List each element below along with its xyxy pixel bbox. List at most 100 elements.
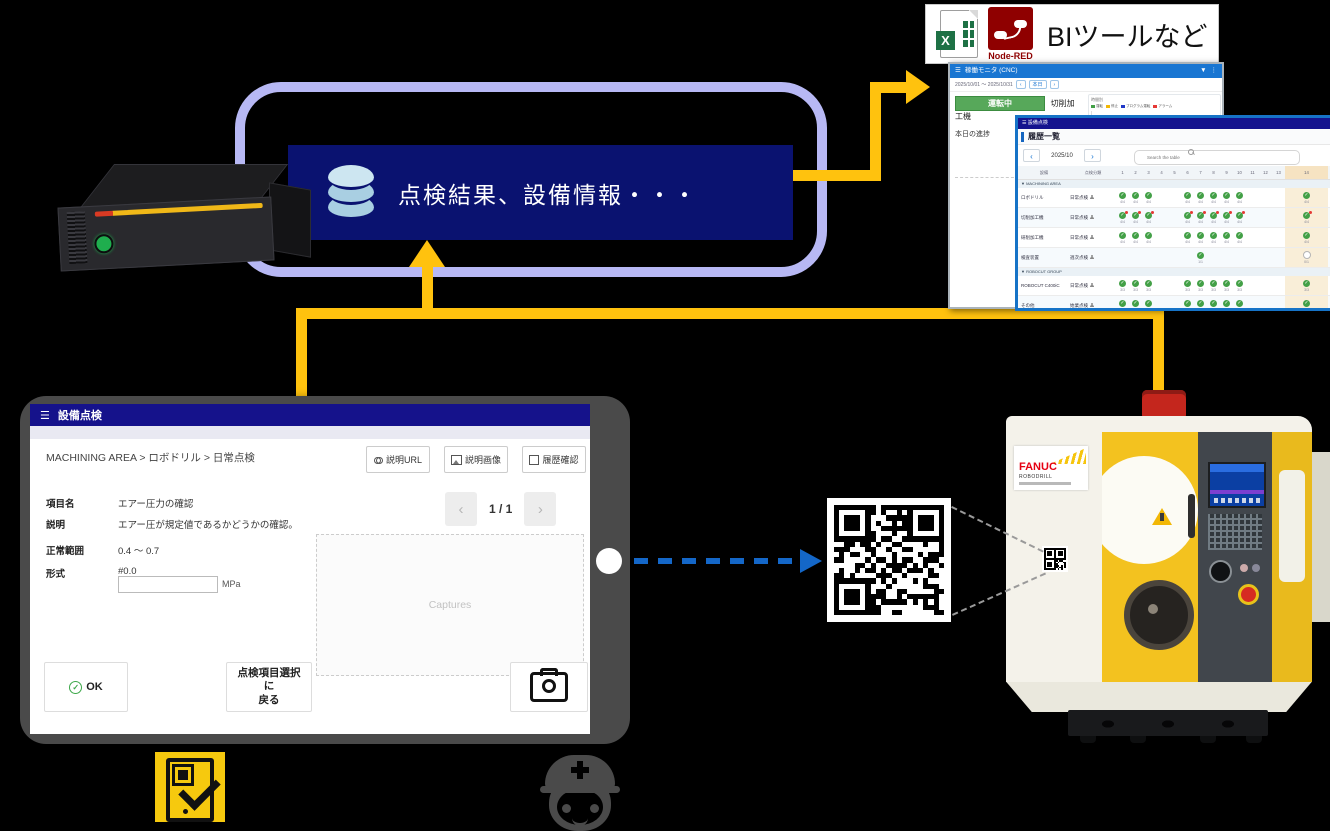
day-column-header: 2 [1134,170,1137,175]
camera-button[interactable] [510,662,588,712]
measurement-input[interactable] [118,576,218,593]
door-window [1102,456,1198,564]
cnc-keypad[interactable] [1208,514,1262,550]
table-row[interactable]: ロボドリル日常点検✓4/4✓4/4✓4/4✓4/4✓4/4✓4/4✓4/4✓4/… [1018,188,1330,208]
description-image-button[interactable]: 説明画像 [444,446,508,473]
history-titlebar: ☰ 設備点検 [1018,118,1330,129]
menu-icon[interactable]: ☰ [955,67,961,74]
day-column-header: 8 [1212,170,1215,175]
day-column-header: 12 [1263,170,1268,175]
person-icon [1090,194,1094,199]
database-icon [328,164,374,221]
chart-title: 時間別 [1091,97,1103,102]
flow-line-hub-to-bi-top [870,82,908,93]
flow-line-from-machine [1153,308,1164,423]
field-label-item: 項目名 [46,499,75,510]
image-icon [451,454,462,465]
worker-mouth [572,814,588,826]
table-group-row[interactable]: ▼ MACHINING AREA [1018,180,1330,188]
node-red-label: Node-RED [988,51,1033,61]
arrowhead-to-bi [906,70,930,104]
machine-control-panel [1198,432,1272,682]
description-url-button[interactable]: 説明URL [366,446,430,473]
next-page-button[interactable]: › [524,492,557,526]
table-group-row[interactable]: ▼ ROBOCUT GROUP [1018,268,1330,276]
day-column-header: 10 [1237,170,1242,175]
node-red-logo: Node-RED [988,7,1033,61]
prev-month-button[interactable]: ‹ [1023,149,1040,162]
worker-icon [540,753,622,831]
legend-item: 運転 [1091,104,1103,109]
table-row[interactable]: 研削加工機日常点検✓4/4✓4/4✓4/4✓4/4✓4/4✓4/4✓4/4✓4/… [1018,228,1330,248]
scan-dashed-arrow [634,558,802,564]
tool-turret [1124,580,1194,650]
menu-icon[interactable]: ☰ [1022,120,1027,126]
prev-day-button[interactable]: ‹ [1015,80,1026,89]
page-indicator: 1 / 1 [489,502,513,516]
panel-button[interactable] [1252,564,1260,572]
worker-eye [562,804,571,813]
device-front-face [57,196,275,272]
page-navigator: ‹ 1 / 1 › [445,492,557,526]
jog-dial[interactable] [1209,560,1232,583]
worker-eye [590,804,599,813]
machine-beacon-light [1142,390,1186,420]
date-range: 2025/10/01 ～ 2025/10/31 [955,82,1013,88]
prev-page-button[interactable]: ‹ [445,492,477,526]
tablet-scan-icon [155,752,225,822]
day-column-header: 7 [1199,170,1202,175]
more-icon[interactable]: ⋮ [1210,67,1218,74]
history-title: 履歴一覧 [1028,132,1060,141]
flow-line-hub-to-bi [793,170,881,181]
field-value-range: 0.4 ～ 0.7 [118,546,160,557]
captures-placeholder: Captures [428,599,472,611]
machine-foot [1130,736,1146,743]
database-box: 点検結果、設備情報・・・ [288,145,793,240]
machine-name: 切削加工機 [955,99,1075,121]
day-column-header: 3 [1147,170,1150,175]
arrowhead-to-hub [409,240,445,267]
flow-line-from-tablet [296,308,307,396]
monitor-title: 稼働モニタ (CNC) [964,67,1018,74]
person-icon [1090,214,1094,219]
flow-line-hub-to-bi-vertical [870,82,881,181]
flow-line-to-hub [422,264,433,314]
next-day-button[interactable]: › [1049,80,1060,89]
link-icon [373,456,383,464]
table-row[interactable]: 切削加工機日常点検✓4/4✓4/4✓4/4✓4/4✓4/4✓4/4✓4/4✓4/… [1018,208,1330,228]
history-app-title: 設備点検 [1027,120,1048,126]
today-button[interactable]: 本日 [1028,80,1047,89]
device-power-button [93,233,114,254]
tablet-device: ☰ 設備点検 MACHINING AREA > ロボドリル > 日常点検 説明U… [20,396,630,744]
machine-base [1068,710,1268,736]
back-to-item-select-button[interactable]: 点検項目選択に戻る [226,662,312,712]
panel-button[interactable] [1240,564,1248,572]
machine-foot [1080,736,1096,743]
captures-panel[interactable]: Captures [316,534,584,676]
machine-skirt [1006,682,1312,712]
filter-icon[interactable]: ▼ [1200,67,1207,74]
legend-item: プログラム運転 [1121,104,1150,109]
brand-label: FANUC [1019,461,1057,473]
day-column-header: 4 [1160,170,1163,175]
model-code-bar [1019,482,1071,485]
field-value-format: #0.0 [118,566,137,577]
table-row[interactable]: その他始業点検✓2/2✓2/2✓2/2✓2/2✓2/2✓2/2✓2/2✓2/2✓… [1018,296,1330,308]
robodrill-machine: FANUC ROBODRILL [1000,390,1330,743]
day-column-header: 1 [1121,170,1124,175]
warning-triangle-icon [1152,508,1172,525]
day-column-header: 11 [1250,170,1255,175]
history-check-button[interactable]: 履歴確認 [522,446,586,473]
tablet-home-button[interactable] [596,548,622,574]
ok-button[interactable]: ✓ OK [44,662,128,712]
menu-icon[interactable]: ☰ [40,409,50,422]
door-handle[interactable] [1188,494,1195,538]
legend-item: 停止 [1106,104,1118,109]
emergency-stop-button[interactable] [1238,584,1259,605]
device-brand-stripe [94,202,263,217]
next-month-button[interactable]: › [1084,149,1101,162]
machine-left-panel: FANUC ROBODRILL [1006,432,1103,682]
search-input[interactable] [1134,150,1300,165]
